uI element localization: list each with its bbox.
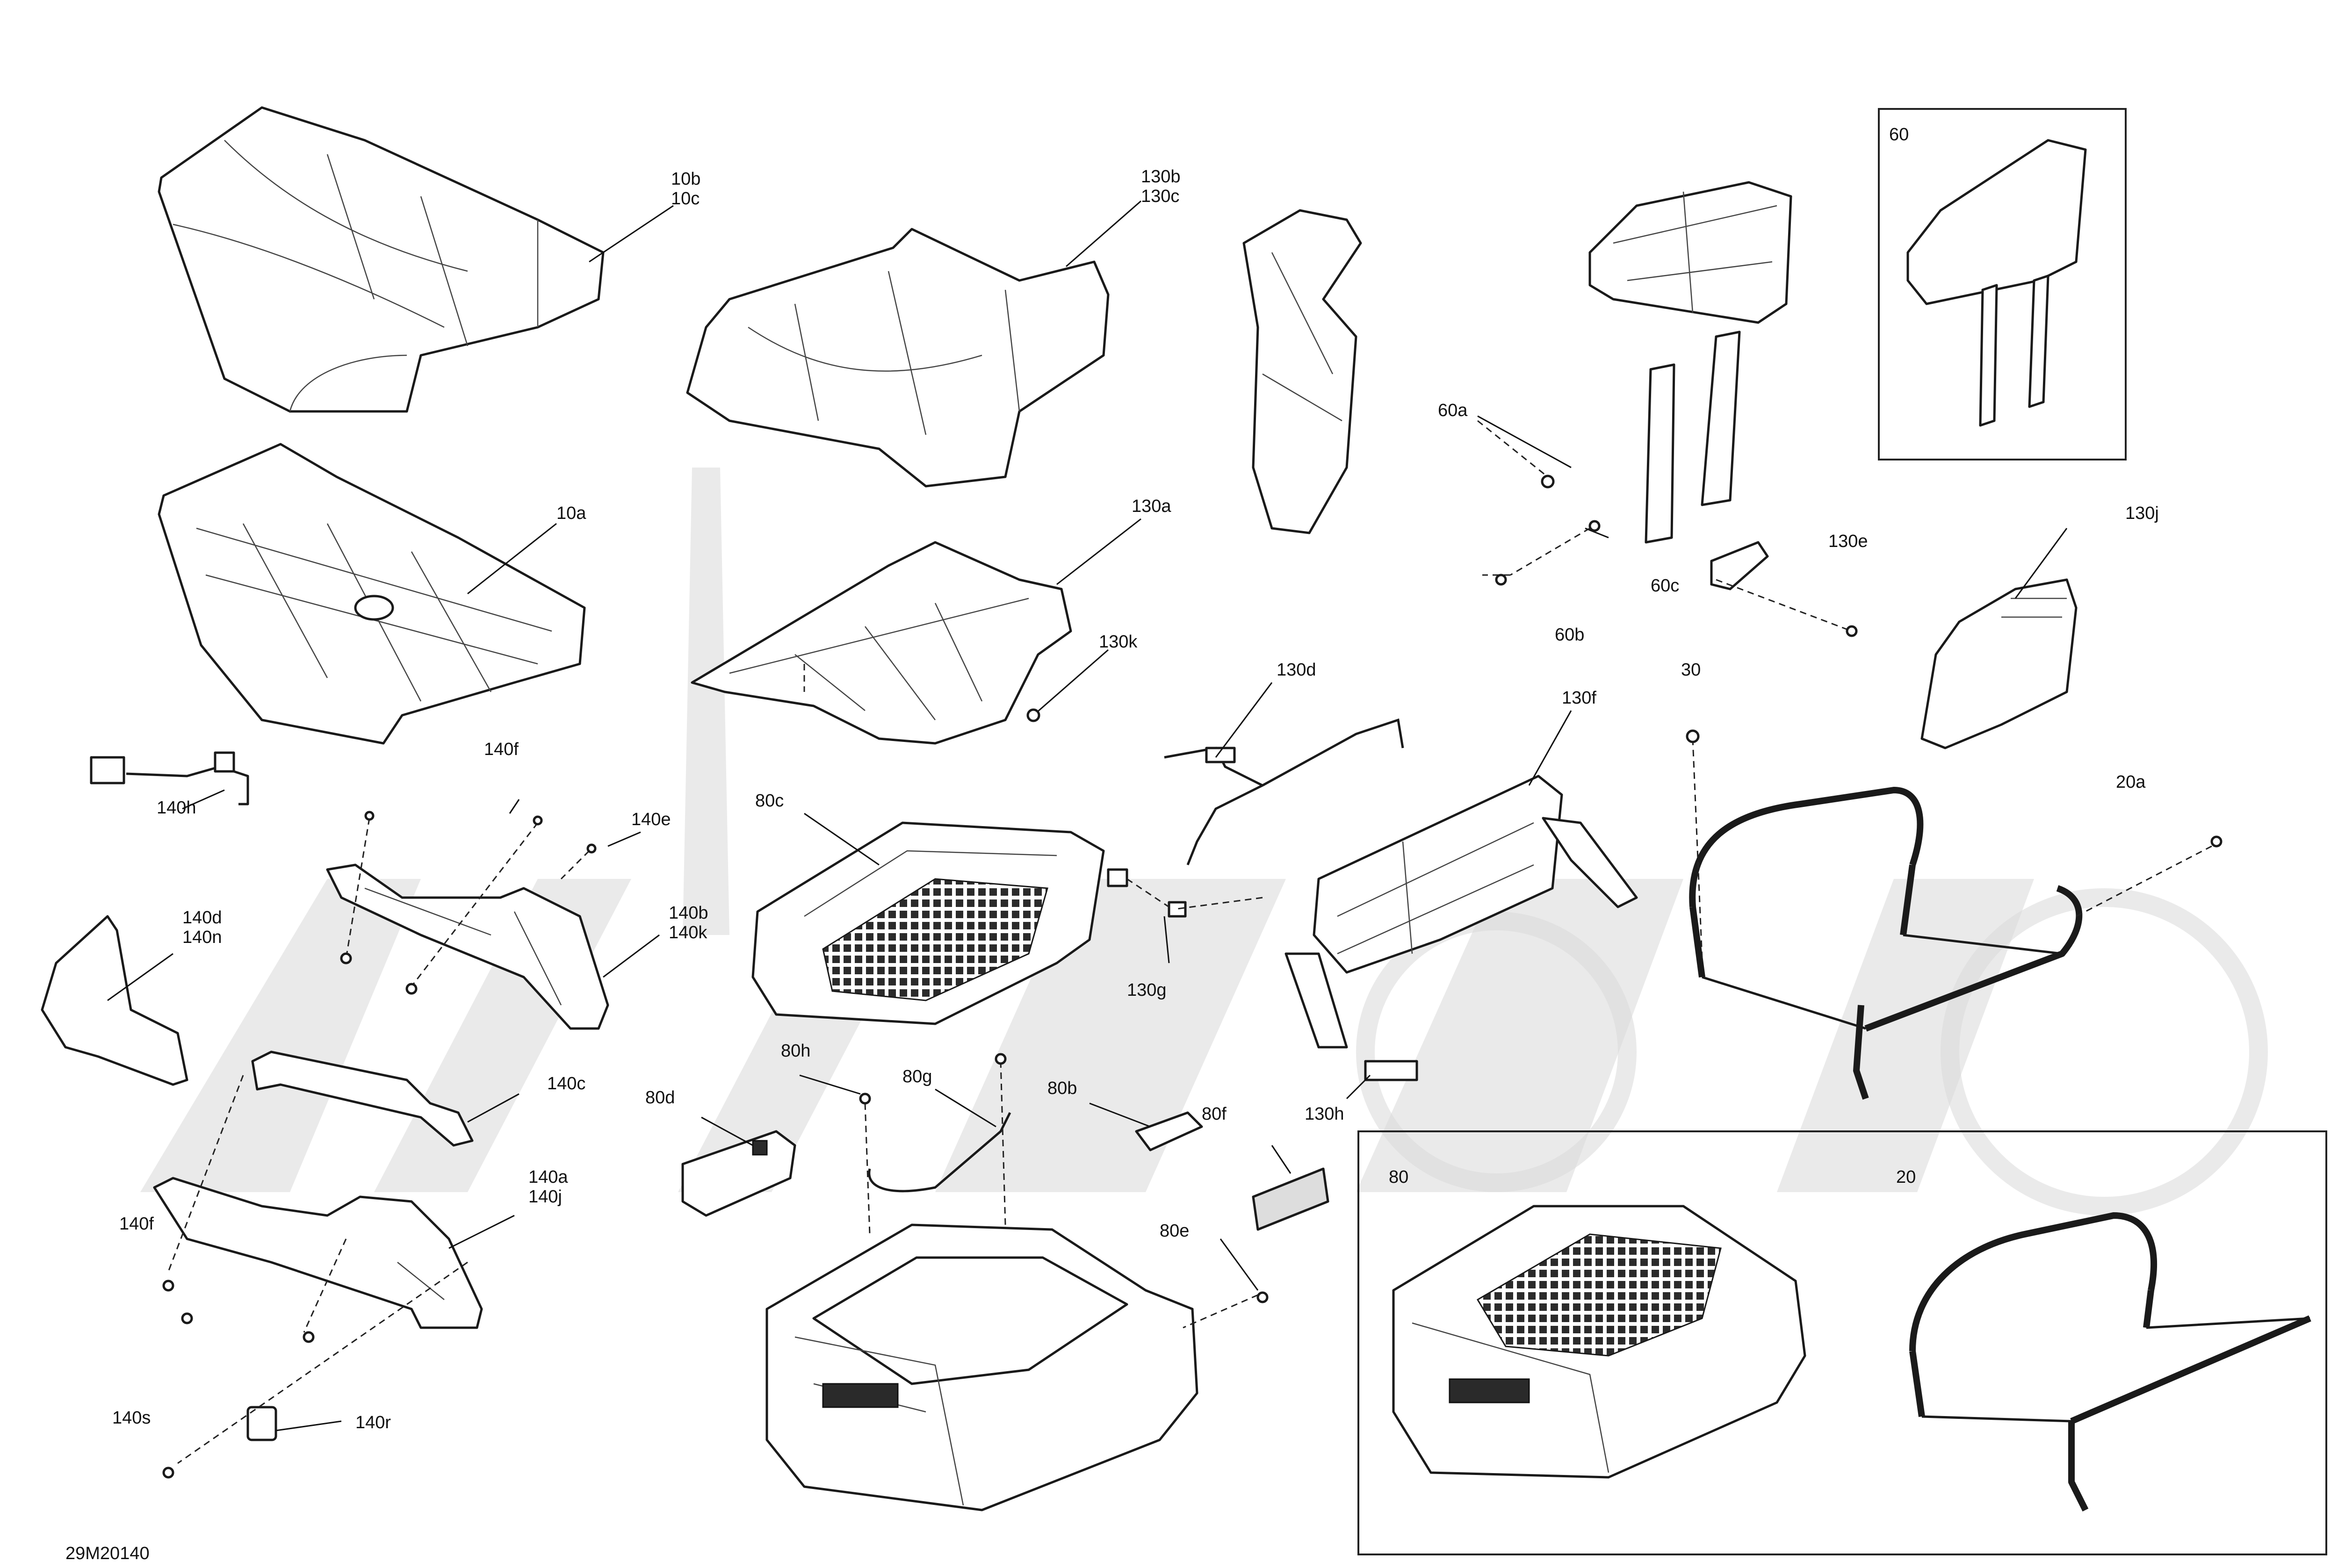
label-130e: 130e [1828,532,1868,551]
label-80b: 80b [1047,1079,1077,1098]
label-60c: 60c [1651,576,1679,596]
side-cover-part [1920,578,2078,749]
label-80f: 80f [1202,1104,1227,1124]
label-80c: 80c [755,791,784,811]
side-trim-part [41,915,188,1086]
label-30: 30 [1681,660,1701,680]
label-130a: 130a [1132,496,1171,516]
label-80h: 80h [781,1041,810,1061]
label-80-kit: 80 [1389,1167,1408,1187]
seat-cover-part [158,106,605,413]
label-80e: 80e [1160,1221,1189,1241]
headrest-assembly-inset-part [1906,139,2087,427]
label-20-kit: 20 [1896,1167,1916,1187]
label-130g: 130g [1127,980,1167,1000]
storage-box-kit-part [1392,1205,1806,1479]
cable-part [1164,718,1404,865]
backrest-base-part [691,541,1072,745]
side-pad-part [1242,209,1362,534]
retainer-part [246,1406,277,1441]
clip-part [1710,541,1769,590]
backrest-cushion-part [686,228,1110,488]
armrest-part [153,1177,483,1329]
storage-lid-part [751,821,1105,1025]
fasteners [162,475,2223,1479]
tubular-frame-kit-part [1909,1212,2311,1512]
storage-box-part [765,1223,1198,1511]
latch-part [1135,1111,1203,1151]
label-20a: 20a [2116,772,2146,792]
label-60: 60 [1889,125,1909,144]
label-130f: 130f [1562,688,1596,708]
headrest-inset-frame [1878,108,2127,460]
diagram-code: 29M20140 [65,1544,150,1563]
leader-lines [107,200,2068,1431]
label-140f-top: 140f [484,740,519,759]
kit-inset-frame [1357,1130,2327,1555]
handle-bracket-part [326,863,609,1030]
label-130j: 130j [2125,503,2159,523]
label-80d: 80d [645,1088,675,1108]
seat-base-part [158,443,586,745]
fastener-dashed-lines [167,420,2212,1464]
harness-part [90,751,249,806]
release-cable-part [868,1112,1011,1193]
grab-handle-part [251,1050,474,1147]
label-140f-bottom: 140f [119,1214,154,1234]
label-60a: 60a [1438,401,1468,420]
label-140s: 140s [112,1408,151,1428]
label-10a: 10a [556,503,586,523]
label-130k: 130k [1099,632,1138,652]
decal-part [1252,1167,1329,1231]
label-140c: 140c [547,1074,585,1093]
latch-plate-part [681,1130,796,1217]
tubular-frame-part [1689,787,2083,1100]
label-140r: 140r [355,1413,391,1432]
label-60b: 60b [1555,625,1584,645]
seat-frame-part [1284,775,1638,1081]
label-130h: 130h [1305,1104,1344,1124]
headrest-part [1588,181,1792,324]
label-140e: 140e [631,810,671,829]
label-140h: 140h [157,798,196,818]
label-130d: 130d [1277,660,1316,680]
bushing-part [1107,868,1187,918]
headrest-rails-part [1645,331,1741,544]
label-80g: 80g [902,1067,932,1086]
